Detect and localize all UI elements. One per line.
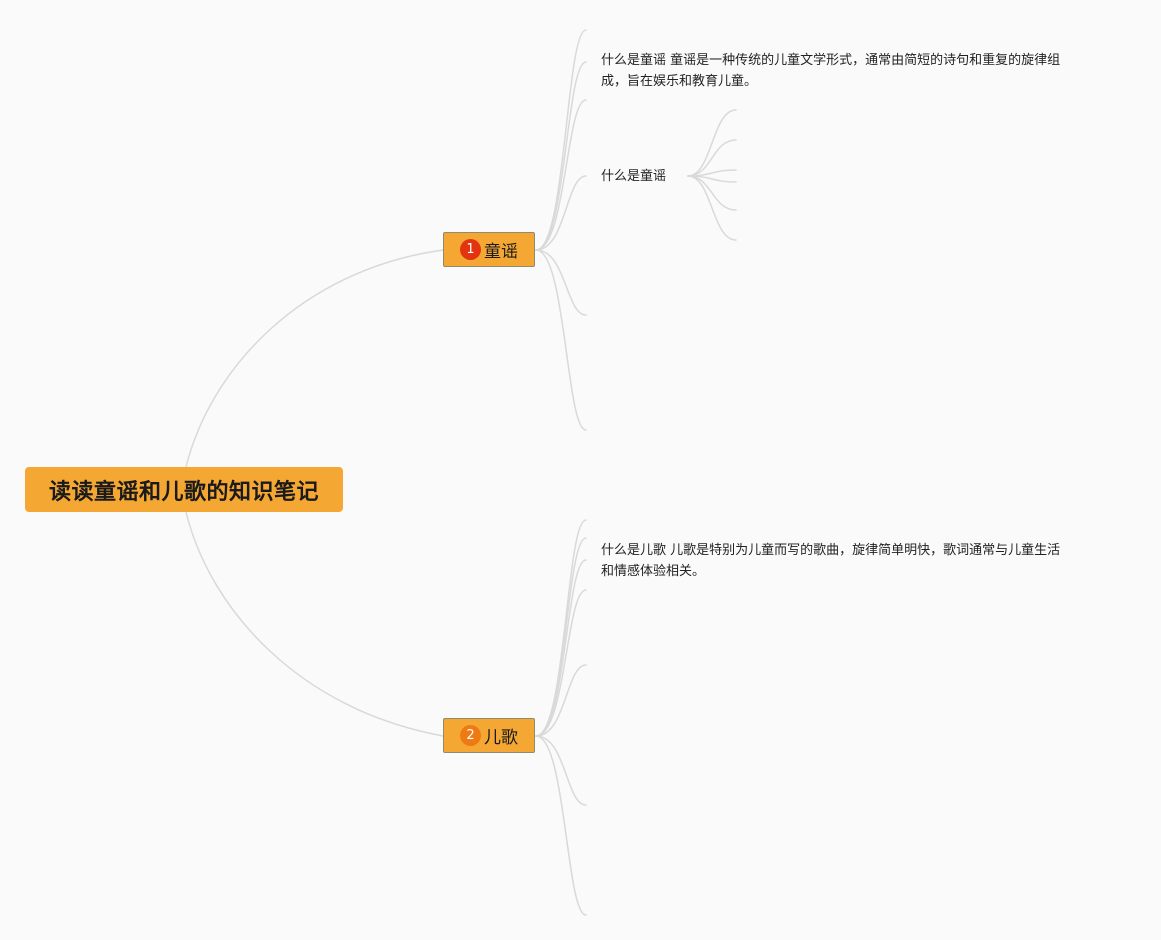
link-topic-1-child (535, 249, 587, 316)
note-line: 成，旨在娱乐和教育儿童。 (601, 74, 758, 89)
link-topic-2-child (535, 589, 587, 737)
link-topic-2-child (535, 664, 587, 737)
link-topic-2-child (535, 735, 587, 806)
link-topic-1-child (535, 249, 587, 431)
topic-node-1[interactable]: 1 童谣 (443, 232, 535, 267)
topic-label-1: 童谣 (484, 242, 518, 262)
link-note-2-child (687, 109, 737, 177)
note-tongyao-definition[interactable]: 什么是童谣 童谣是一种传统的儿童文学形式，通常由简短的诗句和重复的旋律组 成，旨… (601, 50, 1060, 92)
link-root-to-topic-2 (185, 511, 444, 737)
note-line: 什么是儿歌 儿歌是特别为儿童而写的歌曲，旋律简单明快，歌词通常与儿童生活 (601, 543, 1061, 558)
topic-label-2: 儿歌 (484, 728, 518, 748)
note-erge-definition[interactable]: 什么是儿歌 儿歌是特别为儿童而写的歌曲，旋律简单明快，歌词通常与儿童生活 和情感… (601, 540, 1060, 582)
link-note-2-child (687, 175, 737, 241)
link-note-2-child (687, 175, 737, 211)
note-tongyao-subtopic[interactable]: 什么是童谣 (601, 166, 666, 187)
link-root-to-topic-1 (185, 249, 444, 468)
priority-badge-1: 1 (460, 239, 481, 260)
root-topic-title: 读读童谣和儿歌的知识笔记 (48, 479, 319, 505)
link-note-2-child (687, 139, 737, 177)
link-topic-1-child (535, 29, 587, 251)
link-topic-1-child (535, 175, 587, 251)
link-topic-2-child (535, 537, 587, 737)
root-topic[interactable]: 读读童谣和儿歌的知识笔记 (25, 467, 343, 512)
link-topic-2-child (535, 735, 587, 916)
link-topic-1-child (535, 61, 587, 251)
note-line: 和情感体验相关。 (601, 564, 706, 579)
note-line: 什么是童谣 童谣是一种传统的儿童文学形式，通常由简短的诗句和重复的旋律组 (601, 53, 1061, 68)
priority-badge-2: 2 (460, 725, 481, 746)
link-topic-1-child (535, 99, 587, 251)
link-topic-2-child (535, 519, 587, 737)
topic-node-2[interactable]: 2 儿歌 (443, 718, 535, 753)
note-line: 什么是童谣 (601, 169, 667, 184)
